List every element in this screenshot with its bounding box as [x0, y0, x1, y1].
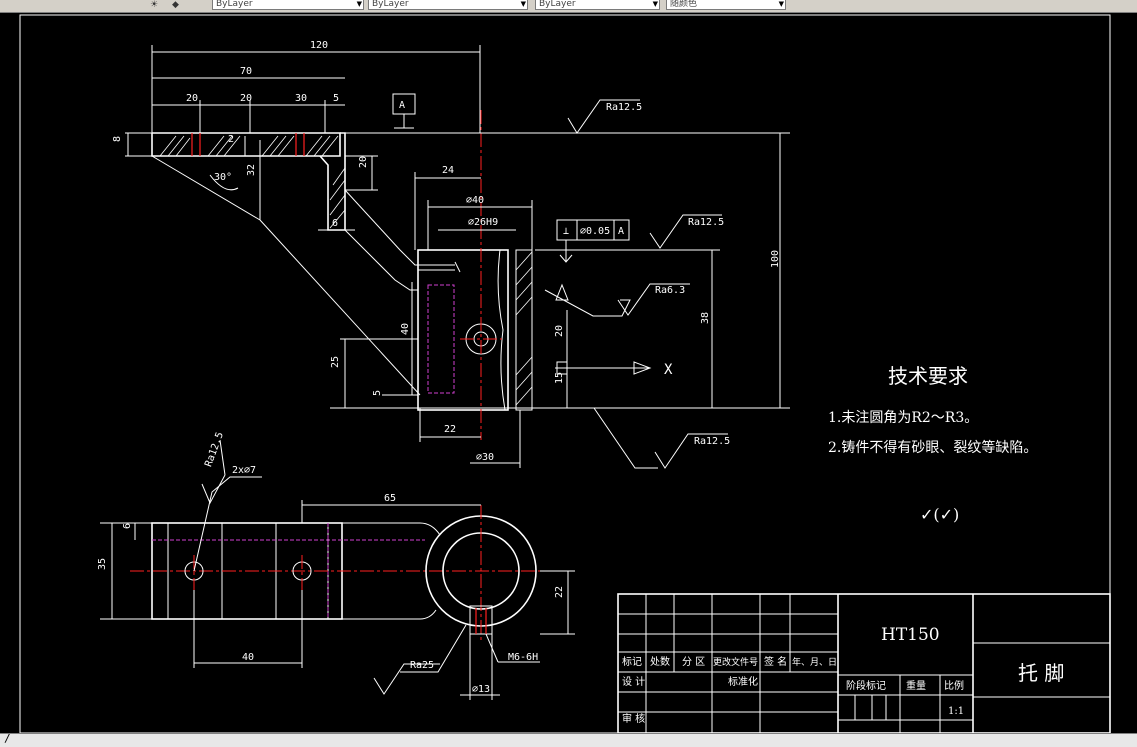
- dim-20b: 20: [240, 93, 252, 104]
- drawing-frame: [19, 14, 1111, 733]
- title-block: HT150 托 脚 标记 处数 分 区 更改文件号 签 名 年、月、日 设 计 …: [617, 593, 1111, 733]
- material: HT150: [881, 625, 940, 645]
- tech-item-1: 1.未注圆角为R2～R3。: [828, 410, 978, 426]
- dim-phi26h9: ⌀26H9: [468, 217, 498, 228]
- front-view: [151, 110, 790, 440]
- boss-outline: [417, 249, 509, 411]
- dim-6: 6: [332, 218, 338, 229]
- part-name: 托 脚: [1018, 661, 1064, 685]
- dim-30: 30: [295, 93, 307, 104]
- dim-6b: 6: [122, 523, 133, 529]
- label-zone: 分 区: [682, 656, 705, 668]
- tech-item-2: 2.铸件不得有砂眼、裂纹等缺陷。: [828, 439, 1037, 456]
- dim-38: 38: [700, 312, 711, 324]
- dim-40v: 40: [400, 323, 411, 335]
- lineweight-combo-value: ByLayer: [539, 0, 576, 9]
- label-design: 设 计: [622, 675, 645, 688]
- label-stage-mark: 阶段标记: [846, 679, 886, 692]
- dim-2: 2: [228, 134, 234, 145]
- dim-35: 35: [97, 558, 108, 570]
- axis-x: X: [664, 362, 673, 378]
- dim-24: 24: [442, 165, 454, 176]
- roughness-3: Ra6.3: [655, 285, 685, 296]
- properties-toolbar: ☀ ◆ ByLayer ▼ ByLayer ▼ ByLayer ▼ 随颜色 ▼: [0, 0, 1137, 13]
- label-date: 年、月、日: [792, 656, 837, 668]
- dim-phi40: ⌀40: [466, 195, 484, 206]
- tol-value: ⌀0.05: [580, 226, 610, 237]
- tech-requirements: 技术要求 1.未注圆角为R2～R3。 2.铸件不得有砂眼、裂纹等缺陷。 ✓(✓): [828, 364, 1037, 524]
- chevron-down-icon: ▼: [356, 0, 362, 8]
- label-mark: 标记: [622, 656, 642, 668]
- plotstyle-combo[interactable]: 随颜色 ▼: [666, 0, 786, 10]
- drawing-canvas[interactable]: 120 70 20 20 30 5 8 2 32 30° 20 6 24 ⌀40: [0, 12, 1137, 733]
- chevron-down-icon: ▼: [652, 0, 658, 8]
- label-standard: 标准化: [728, 675, 758, 688]
- dim-22: 22: [444, 424, 456, 435]
- tol-symbol: ⊥: [563, 226, 569, 237]
- top-view-dimensions: 65 35 6 40 22 ⌀13 M6-6H 2x⌀7 Ra12.5 Ra25: [97, 431, 575, 700]
- dim-40: 40: [242, 652, 254, 663]
- datum-a: A: [399, 100, 405, 111]
- dim-phi13: ⌀13: [472, 684, 490, 695]
- dim-15: 15: [554, 372, 565, 384]
- dim-20v2: 20: [554, 325, 565, 337]
- command-line[interactable]: /: [0, 732, 1137, 747]
- dim-20v: 20: [358, 156, 369, 168]
- layer-previous-icon[interactable]: ◆: [172, 0, 179, 10]
- plotstyle-combo-value: 随颜色: [670, 0, 698, 9]
- label-weight: 重量: [906, 679, 926, 692]
- command-line-text: /: [4, 732, 11, 745]
- roughness-4: Ra12.5: [694, 436, 730, 447]
- layer-state-icon[interactable]: ☀: [150, 0, 159, 10]
- dim-25: 25: [330, 356, 341, 368]
- lineweight-combo[interactable]: ByLayer ▼: [535, 0, 660, 10]
- general-roughness: ✓(✓): [920, 505, 959, 524]
- chevron-down-icon: ▼: [778, 0, 784, 8]
- label-review: 审 核: [622, 712, 645, 725]
- tech-title: 技术要求: [888, 364, 968, 388]
- dim-70: 70: [240, 66, 252, 77]
- front-view-dimensions: 120 70 20 20 30 5 8 2 32 30° 20 6 24 ⌀40: [112, 40, 781, 469]
- color-combo-value: ByLayer: [216, 0, 253, 9]
- top-view: [130, 505, 560, 640]
- roughness-5: Ra12.5: [203, 431, 226, 469]
- linetype-combo-value: ByLayer: [372, 0, 409, 9]
- dim-32: 32: [246, 164, 257, 176]
- dim-20a: 20: [186, 93, 198, 104]
- dim-5v: 5: [372, 390, 383, 396]
- linetype-combo[interactable]: ByLayer ▼: [368, 0, 528, 10]
- dim-30deg: 30°: [214, 172, 232, 183]
- dim-5: 5: [333, 93, 339, 104]
- scale-value: 1:1: [948, 706, 964, 717]
- dim-100: 100: [770, 250, 781, 268]
- roughness-1: Ra12.5: [606, 102, 642, 113]
- chevron-down-icon: ▼: [520, 0, 526, 8]
- dim-65: 65: [384, 493, 396, 504]
- label-doc-no: 更改文件号: [713, 656, 758, 668]
- dim-phi30: ⌀30: [476, 452, 494, 463]
- dim-120: 120: [310, 40, 328, 51]
- roughness-2: Ra12.5: [688, 217, 724, 228]
- label-count: 处数: [650, 655, 670, 668]
- color-combo[interactable]: ByLayer ▼: [212, 0, 364, 10]
- dim-8: 8: [112, 136, 123, 142]
- label-scale: 比例: [944, 679, 964, 692]
- tol-datum: A: [618, 226, 624, 237]
- dim-m6: M6-6H: [508, 652, 538, 663]
- dim-22v: 22: [554, 586, 565, 598]
- dim-holes: 2x⌀7: [232, 465, 256, 476]
- label-sign: 签 名: [764, 655, 787, 668]
- roughness-6: Ra25: [410, 660, 434, 671]
